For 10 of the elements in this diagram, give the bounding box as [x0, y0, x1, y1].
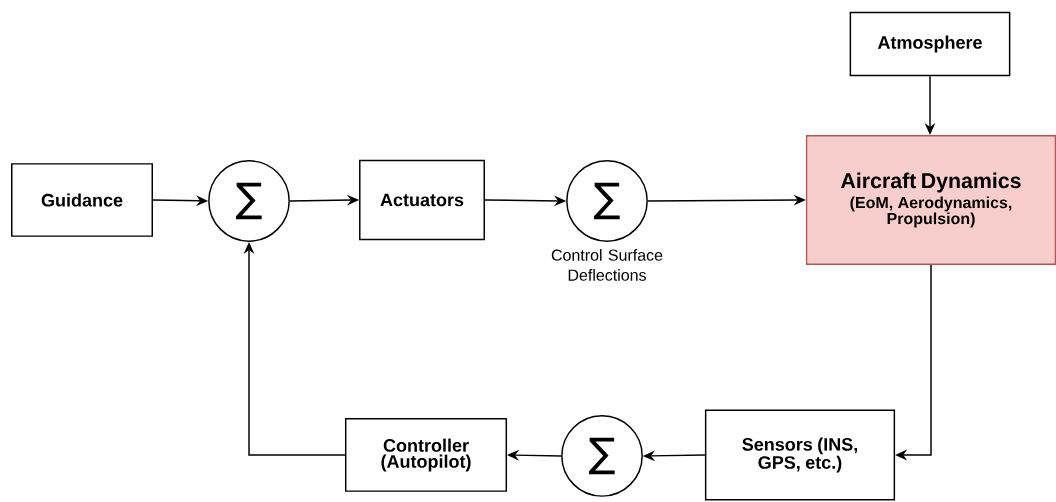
- summing-junction: ∑: [208, 160, 290, 242]
- process-box: Guidance: [11, 163, 153, 237]
- process-box: Aircraft Dynamics (EoM, Aerodynamics, Propulsion): [805, 135, 1056, 265]
- process-box: Sensors (INS, GPS, etc.): [704, 409, 896, 501]
- process-box: Atmosphere: [849, 11, 1011, 77]
- summing-junction: ∑: [561, 415, 643, 497]
- process-box: Controller (Autopilot): [344, 418, 508, 492]
- node-caption: Control Surface Deflections: [551, 249, 663, 281]
- process-box: Actuators: [359, 159, 485, 241]
- summing-junction: ∑: [566, 160, 648, 242]
